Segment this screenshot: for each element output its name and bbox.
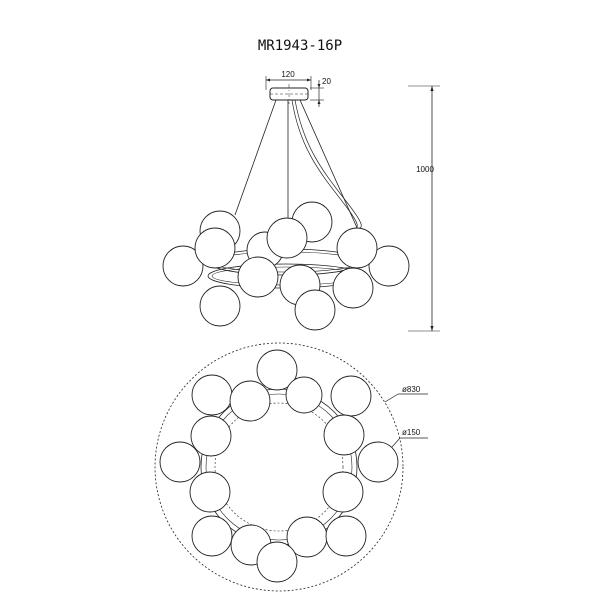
glass-ball — [189, 471, 231, 513]
glass-ball — [266, 217, 308, 259]
glass-ball — [322, 471, 364, 513]
glass-ball — [190, 415, 232, 457]
glass-ball — [332, 267, 374, 309]
glass-ball — [199, 285, 241, 327]
glass-ball — [325, 515, 367, 557]
outer-diameter-circle — [154, 342, 404, 592]
glass-ball — [237, 256, 279, 298]
side-balls-front — [194, 217, 378, 331]
total-height-label: 1000 — [416, 165, 434, 174]
ball-diameter-label: ø150 — [402, 428, 421, 437]
glass-ball — [294, 289, 336, 331]
total-height-dimension: 1000 — [408, 85, 440, 332]
canopy-width-dimension: 120 — [265, 70, 312, 90]
glass-ball — [162, 245, 204, 287]
top-balls — [159, 349, 399, 583]
model-title: MR1943-16P — [257, 38, 343, 54]
diameter-leader: ø830 — [384, 385, 428, 403]
glass-ball — [256, 541, 298, 583]
glass-ball — [194, 227, 236, 269]
glass-ball — [357, 441, 399, 483]
glass-ball — [159, 441, 201, 483]
side-view: 120 20 — [162, 70, 440, 332]
canopy-height-dimension: 20 — [310, 77, 331, 107]
diameter-label: ø830 — [402, 385, 421, 394]
top-view: ø830 ø150 — [154, 342, 428, 592]
glass-ball — [323, 414, 365, 456]
glass-ball — [368, 245, 410, 287]
suspension-cables — [234, 99, 362, 233]
canopy-height-label: 20 — [322, 77, 331, 86]
canopy — [269, 84, 309, 104]
ball-diameter-leader: ø150 — [391, 428, 428, 448]
glass-ball — [285, 376, 323, 414]
glass-ball — [256, 349, 298, 391]
glass-ball — [336, 227, 378, 269]
glass-ball — [330, 375, 372, 417]
glass-ball — [229, 380, 271, 422]
glass-ball — [191, 374, 233, 416]
glass-ball — [191, 515, 233, 557]
canopy-width-label: 120 — [281, 70, 295, 79]
